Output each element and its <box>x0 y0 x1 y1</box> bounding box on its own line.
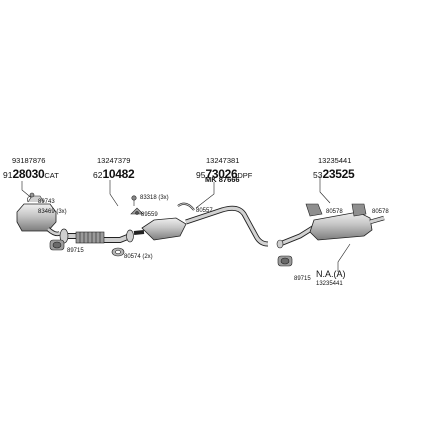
flex-section <box>75 231 105 244</box>
part-number-main-2: 6210482 <box>93 166 135 182</box>
callout-80557: 80557 <box>196 208 213 214</box>
na-sub-label: 13235441 <box>316 281 343 287</box>
callout-83469: 83469 (3x) <box>38 209 67 215</box>
clamp-80557 <box>177 202 195 211</box>
prefix-3: 95 <box>196 170 206 180</box>
mount-89559 <box>130 207 144 215</box>
na-label: N.A.(A) <box>316 269 346 279</box>
leader-catalyst <box>21 181 35 201</box>
part-number-top-2: 13247379 <box>97 156 131 165</box>
hanger-80578a <box>305 203 323 217</box>
leader-front-pipe <box>109 180 119 207</box>
main-number-4: 23525 <box>322 167 355 181</box>
leader-lines <box>21 176 351 272</box>
rear-muffler <box>309 211 385 241</box>
rubber-mount-89715b <box>277 255 293 267</box>
rubber-mount-89715a <box>49 239 65 251</box>
part-number-main-4: 5323525 <box>313 166 355 182</box>
callout-80578-b: 80578 <box>372 209 389 215</box>
part-number-top-4: 13235441 <box>318 156 352 165</box>
part-number-main-3: 9573026DPF <box>196 166 252 182</box>
clamp-89743 <box>27 192 35 203</box>
suffix-1: CAT <box>44 171 59 180</box>
center-pipe <box>185 205 269 247</box>
callout-89743: 89743 <box>38 199 55 205</box>
part-number-top-1: 93187876 <box>12 156 46 165</box>
gasket-80574 <box>111 247 125 257</box>
main-number-3: 73026 <box>205 167 238 181</box>
main-number-2: 10482 <box>102 167 135 181</box>
leader-na <box>337 243 351 272</box>
mk-label: MK 87666 <box>205 175 240 184</box>
leader-center-pipe <box>195 182 215 209</box>
main-number-1: 28030 <box>12 167 45 181</box>
callout-80578-a: 80578 <box>326 209 343 215</box>
hanger-80578b <box>351 203 367 217</box>
callout-89715-a: 89715 <box>67 248 84 254</box>
part-number-main-1: 9128030CAT <box>3 166 59 182</box>
particulate-filter <box>133 217 187 241</box>
prefix-4: 53 <box>313 170 323 180</box>
part-number-top-3: 13247381 <box>206 156 240 165</box>
bolt-83318 <box>131 195 137 206</box>
leader-rear-muffler <box>319 176 331 204</box>
rear-pipe <box>276 223 318 249</box>
hardware-parts <box>27 192 367 267</box>
prefix-1: 91 <box>3 170 13 180</box>
callout-83318: 83318 (3x) <box>140 195 169 201</box>
front-pipe <box>59 228 134 244</box>
catalytic-converter <box>16 195 62 237</box>
callout-89559: 89559 <box>141 212 158 218</box>
suffix-3: DPF <box>237 171 253 180</box>
prefix-2: 62 <box>93 170 103 180</box>
callout-89715-b: 89715 <box>294 276 311 282</box>
callout-80574: 80574 (2x) <box>124 254 153 260</box>
